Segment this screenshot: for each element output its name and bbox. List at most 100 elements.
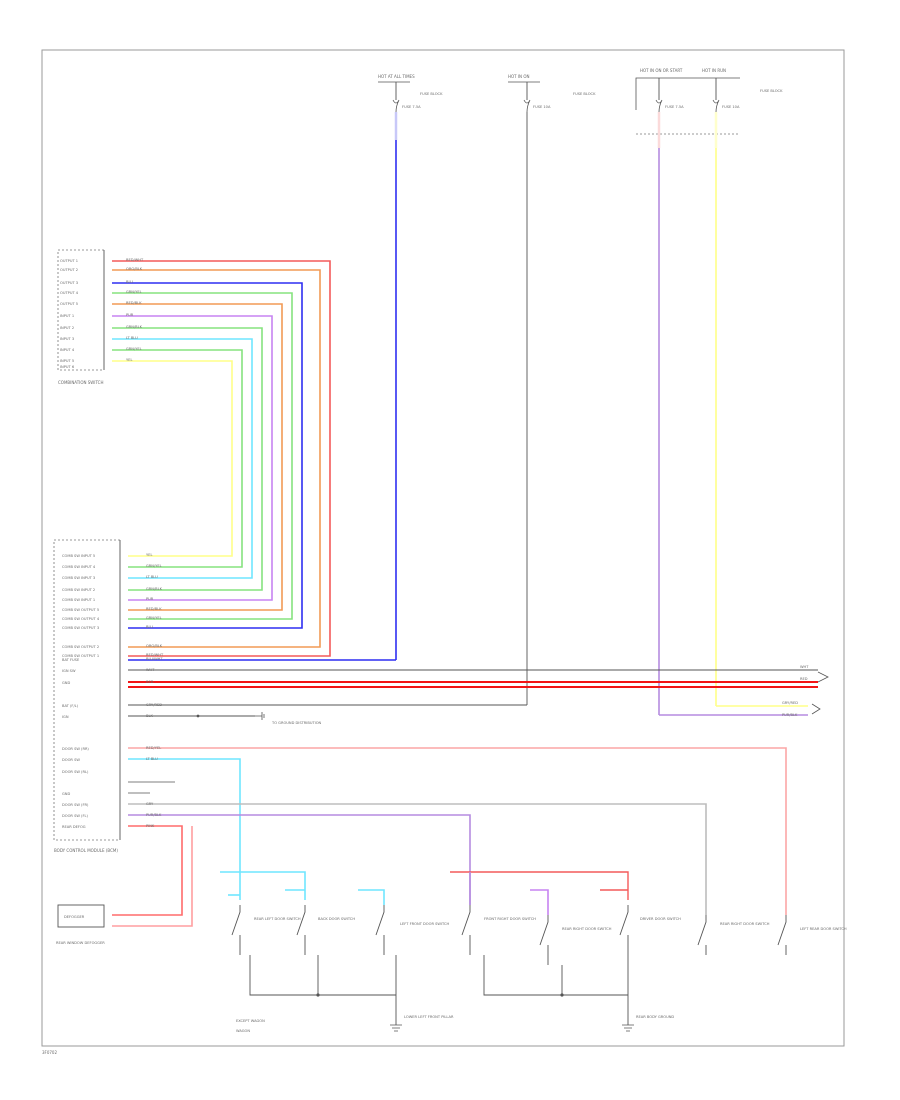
bcm-wire-code: ORG/BLK [146,644,163,648]
door-switch-4: FRONT RIGHT DOOR SWITCH [484,917,536,921]
comb-switch-pin: INPUT 1 [60,314,74,318]
ground-rails: LOWER LEFT FRONT PILLAR REAR BODY GROUND [249,955,674,1032]
bcm-pin: COMB SW INPUT 1 [62,598,95,602]
comb-switch-pin: INPUT 4 [60,348,75,352]
defogger-label: REAR WINDOW DEFOGGER [56,941,105,945]
bcm-pin: COMB SW INPUT 5 [62,554,95,558]
bcm-wire-code: PINK [146,824,155,828]
comb-switch-wire-code: GRN/BLK [126,325,143,329]
door-switch-labels: REAR LEFT DOOR SWITCH BACK DOOR SWITCH L… [254,917,847,931]
comb-switch-pin: OUTPUT 3 [60,281,78,285]
bcm-wire-code: BLK [146,714,153,718]
bcm-pin: COMB SW OUTPUT 2 [62,645,99,649]
bcm-wire-code: GRN/YEL [146,564,162,568]
comb-switch-pin: OUTPUT 5 [60,302,78,306]
fuse-label-4: HOT IN RUN [702,68,726,73]
bcm-pin: COMB SW OUTPUT 3 [62,626,99,630]
right-wire-4: PUR/BLK [782,713,798,717]
bcm-pin: COMB SW INPUT 4 [62,565,96,569]
defogger-box [57,904,105,928]
comb-switch-wire-code: LT BLU [126,336,138,340]
bcm-wire-code: PUR [146,597,154,601]
bcm-pin: REAR DEFOG [62,825,86,829]
defogger-box-label: DEFOGGER [64,915,85,919]
bcm-door-wires [112,747,787,927]
bcm-power-wires: TO GROUND DISTRIBUTION WHT RED GRY/RED P… [128,665,829,725]
comb-switch-wire-code: YEL [126,358,132,362]
bcm-wire-code: RED/BLK [146,607,162,611]
bcm-wire-code: GRN/YEL [146,616,162,620]
bcm-label: BODY CONTROL MODULE (BCM) [54,848,118,853]
bcm-pin: COMB SW OUTPUT 4 [62,617,100,621]
comb-switch-wire-code: GRN/YEL [126,347,142,351]
fuse-box-label-1: FUSE BLOCK [420,92,443,96]
fuse-symbol-1 [392,99,400,113]
bcm-pin: GND [62,681,70,685]
comb-switch-wire-code: GRN/YEL [126,290,142,294]
bcm-pin: IGN SW [62,669,76,673]
comb-switch-pin: INPUT 5 [60,359,74,363]
bcm-wire-code: WHT [146,668,155,672]
bcm-wire-code: RED/YEL [146,746,161,750]
comb-switch-wire-code: RED/WHT [126,258,144,262]
comb-switch-pin: OUTPUT 4 [60,291,79,295]
door-switch-5: REAR RIGHT DOOR SWITCH [562,927,612,931]
fuse-box-label-2: FUSE BLOCK [573,92,596,96]
comb-switch-wire-code: BLU [126,280,133,284]
bcm-pin: DOOR SW (RR) [62,747,89,751]
fuse-symbol-4 [712,99,720,113]
bcm-wire-code: RED/WHT [146,653,164,657]
bcm-pin: BAT (F/L) [62,704,79,708]
bcm-wire-code: BLU [146,625,153,629]
bcm-pin: DOOR SW (FL) [62,814,89,818]
rear-defogger: DEFOGGER REAR WINDOW DEFOGGER [56,904,105,945]
fuse-feed-wires [394,112,718,715]
bcm-wire-code: GRY [146,802,154,806]
bcm-wire-code: PUR/BLK [146,813,162,817]
combination-switch-label: COMBINATION SWITCH [58,380,103,385]
bcm-pin: BAT FUSE [62,658,80,662]
bcm-pin: DOOR SW (RL) [62,770,89,774]
diagram-frame [41,49,845,1047]
fuse-area: HOT AT ALL TIMES FUSE 7.5A FUSE BLOCK HO… [378,68,783,135]
bcm-pin: DOOR SW [62,758,80,762]
bcm-pin: COMB SW INPUT 3 [62,576,95,580]
comb-switch-pin: INPUT 3 [60,337,74,341]
footer-code: 3F0702 [42,1050,57,1055]
right-wire-1: WHT [800,665,809,669]
combination-switch: COMBINATION SWITCH [57,249,105,385]
bcm: BODY CONTROL MODULE (BCM) [53,539,121,853]
bcm-pin: COMB SW OUTPUT 5 [62,608,99,612]
legend: EXCEPT WAGON WAGON [236,1019,265,1033]
bcm-wire-code: LT BLU [146,757,158,761]
right-wire-2: RED [800,677,808,681]
fuse-label-3: HOT IN ON OR START [640,68,683,73]
comb-switch-pin: INPUT 2 [60,326,74,330]
bcm-wire-code: YEL [146,553,152,557]
ground-label-1: LOWER LEFT FRONT PILLAR [404,1015,454,1019]
bcm-wire-code: BLU/WHT [146,657,163,661]
comb-switch-wire-code: ORG/BLK [126,267,143,271]
comb-switch-pin: OUTPUT 2 [60,268,78,272]
bcm-pin: DOOR SW (FR) [62,803,89,807]
door-switch-7: REAR RIGHT DOOR SWITCH [720,922,770,926]
fuse-symbol-2 [523,99,531,113]
bcm-wire-code: LT BLU [146,575,158,579]
comb-switch-wire-code: PUR [126,313,134,317]
door-switch-wiring [220,871,629,915]
bcm-pin: COMB SW OUTPUT 1 [62,654,99,658]
door-switch-6: DRIVER DOOR SWITCH [640,917,681,921]
door-switch-8: LEFT REAR DOOR SWITCH [800,927,847,931]
fuse-1-rating: FUSE 7.5A [402,105,421,109]
right-wire-3: GRY/RED [782,701,798,705]
fuse-3-rating: FUSE 7.5A [665,105,684,109]
bcm-wire-code: RED [146,680,154,684]
bcm-pin: COMB SW INPUT 2 [62,588,95,592]
bcm-pin: GND [62,792,70,796]
door-switch-symbols [231,905,787,965]
fuse-label-1: HOT AT ALL TIMES [378,74,415,79]
legend-item-1: EXCEPT WAGON [236,1019,265,1023]
comb-switch-pin: INPUT 6 [60,365,75,369]
